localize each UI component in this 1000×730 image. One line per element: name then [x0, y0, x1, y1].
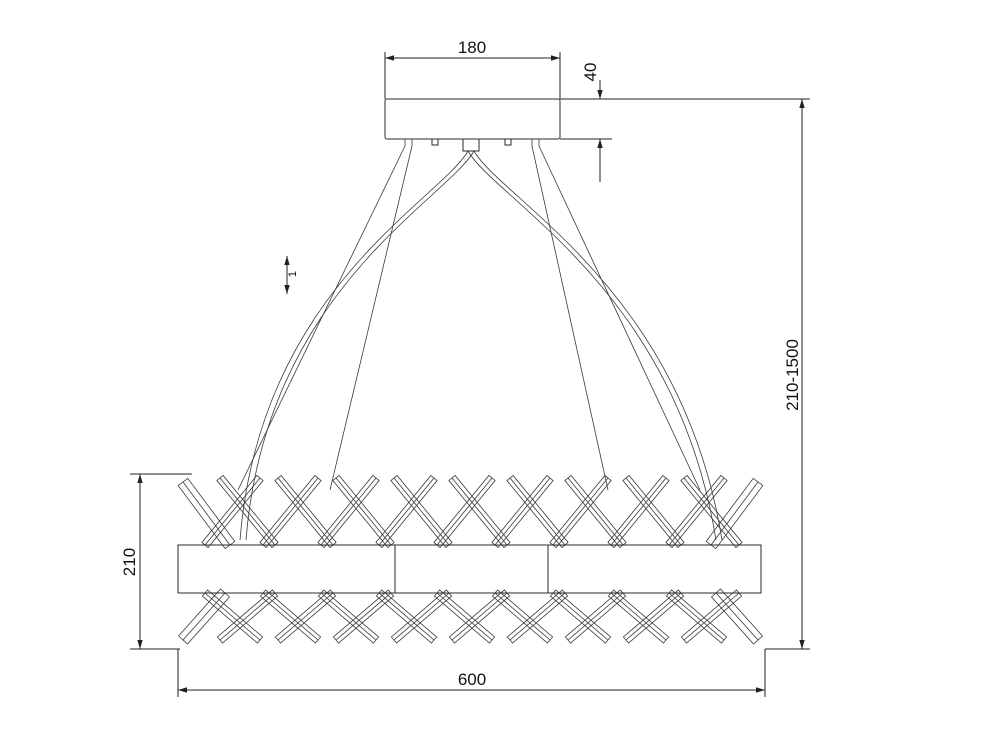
crystal-ridge — [378, 477, 435, 546]
crystal-prism — [607, 589, 670, 644]
crystal-ridge — [335, 592, 392, 641]
crystal-prism — [705, 477, 764, 550]
crystal-prism — [177, 477, 236, 550]
crystal-ridge — [219, 477, 276, 546]
crystal-ridge — [378, 592, 435, 641]
crystal-ridge — [610, 592, 667, 641]
crystal-prism — [607, 474, 670, 549]
crystal-ridge — [668, 592, 725, 641]
crystal-prism — [274, 589, 337, 644]
crystal-ridge — [393, 477, 450, 546]
crystal-prism — [622, 589, 685, 644]
canopy-height-label: 40 — [581, 63, 600, 82]
crystal-ridge — [182, 481, 231, 546]
crystal-prism — [216, 589, 279, 644]
crystal-prism — [564, 589, 627, 644]
crystal-prism — [216, 474, 279, 549]
crystal-prism — [390, 474, 453, 549]
crystal-prism — [201, 589, 264, 644]
crystal-prism — [680, 589, 743, 644]
dimension-canopy-width: 180 — [384, 38, 561, 99]
crystal-prism — [491, 474, 554, 549]
suspension-wires — [237, 145, 723, 541]
crystal-ridge — [393, 592, 450, 641]
dimension-body-height: 210 — [120, 473, 192, 650]
crystal-ridge — [552, 477, 609, 546]
crystal-ridge — [509, 592, 566, 641]
crystal-prism — [317, 474, 380, 549]
crystal-prism — [491, 589, 554, 644]
body-height-label: 210 — [120, 548, 139, 576]
crystal-ridge — [182, 592, 226, 641]
crystal-prism — [564, 474, 627, 549]
crystal-prism — [317, 589, 380, 644]
crystal-ridge — [625, 592, 682, 641]
dimension-canopy-height: 40 — [560, 63, 810, 182]
crystal-prism — [375, 589, 438, 644]
crystal-ridge — [567, 477, 624, 546]
crystal-ridge — [204, 477, 261, 546]
crystal-prism — [177, 588, 231, 645]
crystal-ridge — [710, 481, 759, 546]
crystal-ridge — [509, 477, 566, 546]
crystal-prism — [259, 474, 322, 549]
crystal-prism — [710, 588, 764, 645]
crystal-ridge — [335, 477, 392, 546]
crystal-ridge — [262, 477, 319, 546]
crystal-prism — [506, 589, 569, 644]
crystal-prism — [665, 474, 728, 549]
crystal-prism — [433, 474, 496, 549]
crystal-ridge — [683, 477, 740, 546]
crystal-prism — [274, 474, 337, 549]
crystal-prism — [375, 474, 438, 549]
crystal-lattice — [177, 474, 764, 645]
crystal-ridge — [277, 592, 334, 641]
crystal-ridge — [552, 592, 609, 641]
body-width-label: 600 — [458, 670, 486, 689]
crystal-prism — [622, 474, 685, 549]
crystal-prism — [448, 589, 511, 644]
crystal-prism — [390, 589, 453, 644]
crystal-ridge — [451, 592, 508, 641]
canopy — [384, 98, 561, 152]
crystal-prism — [433, 589, 496, 644]
crystal-prism — [201, 474, 264, 549]
crystal-ridge — [683, 592, 740, 641]
frame — [177, 544, 762, 594]
adjust-mark-label: 1 — [287, 271, 299, 277]
crystal-prism — [448, 474, 511, 549]
total-height-label: 210-1500 — [783, 339, 802, 411]
crystal-prism — [259, 589, 322, 644]
crystal-prism — [549, 474, 612, 549]
crystal-ridge — [668, 477, 725, 546]
crystal-ridge — [451, 477, 508, 546]
crystal-prism — [665, 589, 728, 644]
crystal-prism — [680, 474, 743, 549]
crystal-ridge — [204, 592, 261, 641]
dimension-body-width: 600 — [177, 649, 766, 697]
crystal-prism — [332, 474, 395, 549]
crystal-ridge — [219, 592, 276, 641]
adjust-indicator: 1 — [284, 256, 299, 294]
crystal-ridge — [625, 477, 682, 546]
crystal-ridge — [320, 592, 377, 641]
crystal-prism — [549, 589, 612, 644]
canopy-width-label: 180 — [458, 38, 486, 57]
crystal-ridge — [494, 477, 551, 546]
crystal-prism — [506, 474, 569, 549]
crystal-ridge — [715, 592, 759, 641]
crystal-ridge — [610, 477, 667, 546]
crystal-ridge — [320, 477, 377, 546]
crystal-ridge — [567, 592, 624, 641]
dimension-total-height: 210-1500 — [765, 99, 810, 650]
crystal-ridge — [494, 592, 551, 641]
crystal-prism — [332, 589, 395, 644]
crystal-ridge — [436, 477, 493, 546]
crystal-ridge — [262, 592, 319, 641]
crystal-ridge — [277, 477, 334, 546]
crystal-ridge — [436, 592, 493, 641]
